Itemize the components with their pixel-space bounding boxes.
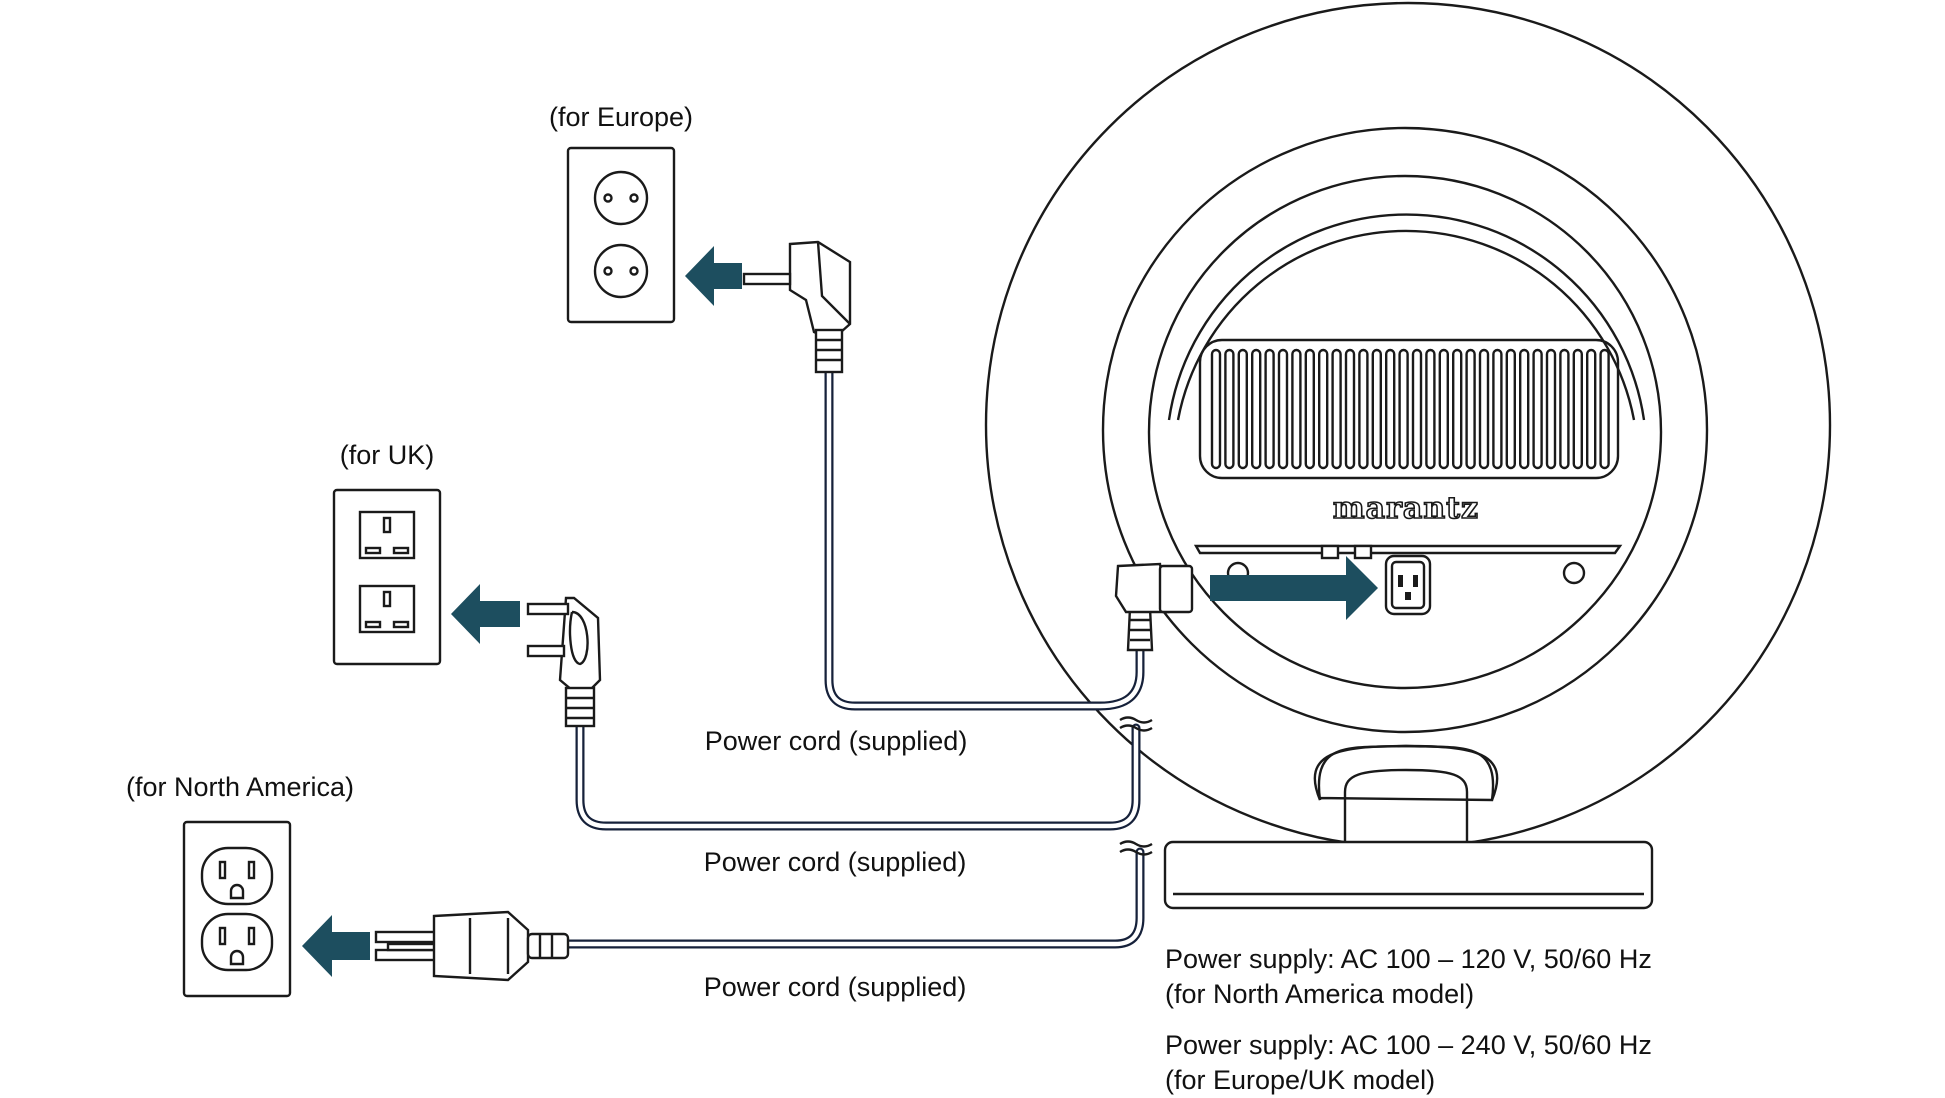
vent-slot [1599,348,1610,470]
vent-slot [1250,348,1262,470]
vent-slot [1411,348,1423,470]
schuko-outlet-icon [566,146,676,324]
iec-connector [1114,562,1194,652]
uk-outlet-label: (for UK) [340,440,435,470]
cord-break-mark [1119,840,1153,856]
spec-eu-voltage: Power supply: AC 100 – 240 V, 50/60 Hz [1165,1030,1652,1060]
arrow-left-icon [451,584,520,644]
speaker-back-panel [1147,174,1663,690]
power-cords [561,365,1194,949]
vent-slot [1559,348,1570,470]
cord-label-uk: Power cord (supplied) [704,847,967,877]
vent-slot [1398,348,1409,470]
speaker-stand [1163,744,1654,910]
cord-break-mark [1119,716,1153,732]
vent-slot [1317,348,1329,470]
vent-slot [1304,348,1316,470]
speaker-device: marantz [984,1,1832,910]
na-outlet-icon [182,820,292,998]
vent-slot [1572,348,1584,470]
vent-slot [1478,348,1490,470]
europe-plug [742,240,852,374]
vent-slot [1264,348,1275,470]
screw-hole-right [1562,561,1586,585]
cord-label-north-america: Power cord (supplied) [704,972,967,1002]
vent-slot [1358,348,1369,470]
europe-outlet-label: (for Europe) [549,102,693,132]
vent-slot [1344,348,1356,470]
spec-eu-model: (for Europe/UK model) [1165,1065,1435,1095]
brand-logo: marantz [1333,491,1479,526]
ac-inlet [1384,554,1432,616]
cord-label-europe: Power cord (supplied) [705,726,968,756]
vent-slot [1384,348,1396,470]
uk-plug [526,596,602,728]
north-america-plug [374,910,570,982]
vent-slot [1545,348,1557,470]
vent-slot [1505,348,1517,470]
vent-slot [1291,348,1302,470]
speaker-inner-ring [1101,126,1709,734]
arrow-left-icon [685,246,742,306]
vent-slot [1532,348,1543,470]
spec-na-voltage: Power supply: AC 100 – 120 V, 50/60 Hz [1165,944,1652,974]
vent-slot [1277,348,1289,470]
vent-slot [1438,348,1450,470]
vent-slot [1210,348,1222,470]
vent-slot [1224,348,1235,470]
vent-slot [1425,348,1436,470]
vent-slot [1518,348,1530,470]
spec-na-model: (for North America model) [1165,979,1474,1009]
vent-grille [1198,338,1620,480]
vent-slots [1210,348,1610,470]
uk-outlet-icon [332,488,442,666]
vent-slot [1585,348,1597,470]
vent-slot [1492,348,1503,470]
stand-base [1163,840,1654,910]
arrow-right-icon [1210,556,1378,620]
vent-slot [1465,348,1476,470]
arrow-left-icon [302,915,370,977]
vent-slot [1237,348,1249,470]
vent-slot [1371,348,1383,470]
vent-slot [1331,348,1342,470]
north-america-outlet-label: (for North America) [126,772,354,802]
vent-slot [1451,348,1463,470]
